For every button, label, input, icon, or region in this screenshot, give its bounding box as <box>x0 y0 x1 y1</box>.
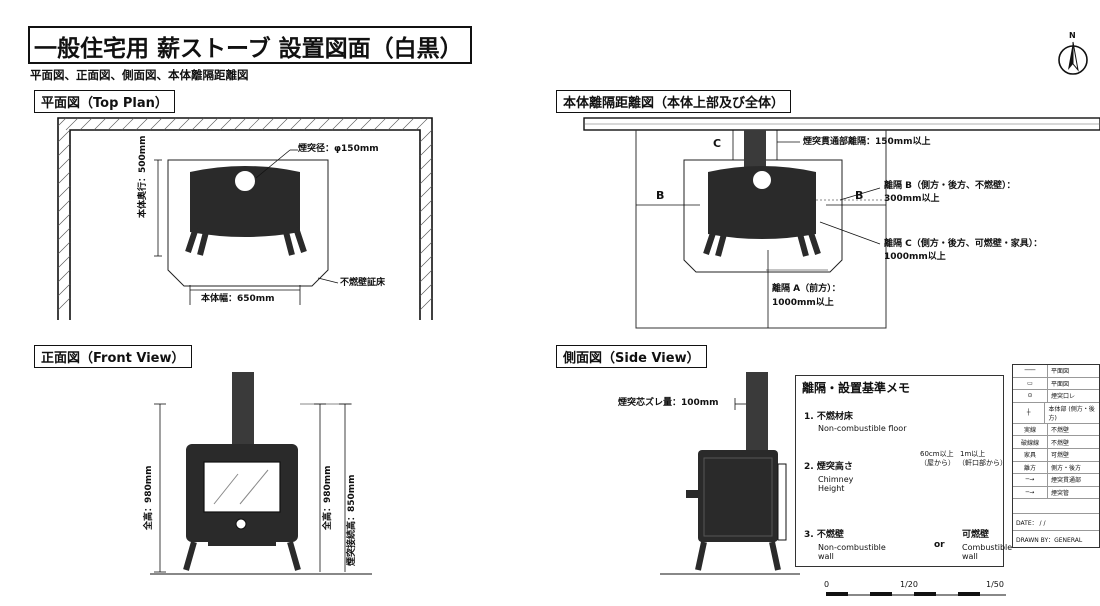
memo-item3-alt: 可燃壁 <box>962 530 990 540</box>
front-height-right: 全高：980mm <box>323 465 333 530</box>
memo-item3-alt-en1: Combustible <box>962 543 1013 552</box>
scale-end: 1/50 <box>986 580 1004 589</box>
b-tag-right: B <box>855 189 864 202</box>
section-top-plan: 平面図（Top Plan） <box>34 90 175 113</box>
b-note-2: 300mm以上 <box>884 194 940 204</box>
legend-table: ───平面図 ▭平面図 ⊙煙突口レ ┼本体部 (側方・後方) 実線不燃壁 破線線… <box>1012 364 1100 549</box>
memo-title: 離隔・設置基準メモ <box>802 381 911 395</box>
legend-text: 可燃壁 <box>1051 452 1070 460</box>
legend-date-text: DATE： / / <box>1016 519 1046 527</box>
legend-row: ┼本体部 (側方・後方) <box>1013 402 1099 424</box>
section-clearance: 本体離隔距離図（本体上部及び全体） <box>556 90 792 113</box>
legend-row: 離方側方・後方 <box>1013 461 1099 475</box>
legend-row: ▭平面図 <box>1013 377 1099 391</box>
scale-start: 0 <box>824 580 830 589</box>
legend-symbol: 破線線 <box>1013 436 1048 448</box>
legend-drawn: DRAWN BY：GENERAL <box>1013 531 1099 547</box>
legend-text: 本体部 (側方・後方) <box>1048 405 1095 422</box>
page-subtitle: 平面図、正面図、側面図、本体離隔距離図 <box>30 68 249 82</box>
c-tag: C <box>713 137 722 150</box>
c-note-2: 1000mm以上 <box>884 252 946 262</box>
legend-symbol: ─── <box>1013 365 1048 377</box>
side-offset-label: 煙突芯ズレ量：100mm <box>618 398 719 408</box>
legend-row: 破線線不燃壁 <box>1013 436 1099 449</box>
legend-text: 不燃壁 <box>1051 439 1070 447</box>
memo-item3-alt-en2: wall <box>962 552 978 561</box>
section-front-view: 正面図（Front View） <box>34 345 192 368</box>
b-note-1: 離隔 B（側方・後方、不燃壁）： <box>884 181 1016 191</box>
floor-label: 不燃壁証床 <box>340 278 386 288</box>
depth-label: 本体奥行：500mm <box>138 135 148 218</box>
a-note-2: 1000mm以上 <box>772 298 834 308</box>
memo-box <box>795 375 1004 567</box>
legend-text: 側方・後方 <box>1051 464 1082 472</box>
c-note-1: 離隔 C（側方・後方、可燃壁・家具）： <box>884 239 1043 249</box>
top-plan-hatch <box>57 117 433 311</box>
legend-row: ─→煙突管 <box>1013 486 1099 500</box>
legend-text: 煙突管 <box>1051 490 1070 498</box>
page-title: 一般住宅用 薪ストーブ 設置図面（白黒） <box>34 36 463 62</box>
clearance-zone-outer <box>635 130 887 329</box>
side-stove <box>686 372 787 571</box>
legend-symbol: 実線 <box>1013 423 1048 436</box>
memo-item1: 1. 不燃材床 <box>804 412 853 422</box>
front-stove <box>183 372 301 571</box>
legend-text: 平面図 <box>1051 380 1070 388</box>
top-plan-walls <box>57 117 433 320</box>
memo-item1-en: Non-combustible floor <box>818 424 907 433</box>
scale-bar <box>826 592 1006 596</box>
legend-row: 家具可燃壁 <box>1013 448 1099 462</box>
memo-item3-en1: Non-combustible <box>818 543 886 552</box>
legend-text: 平面図 <box>1051 368 1070 376</box>
legend-row: ───平面図 <box>1013 365 1099 378</box>
clearance-chimney <box>744 130 766 170</box>
front-height-left: 全高：980mm <box>144 465 154 530</box>
compass-label: N <box>1069 31 1076 40</box>
memo-item2-a2: （屋から） <box>920 459 955 467</box>
memo-or: or <box>934 540 945 550</box>
flue-diameter-label: 煙突径：φ150mm <box>298 144 379 154</box>
legend-text: 不燃壁 <box>1051 427 1070 435</box>
memo-item2-a1: 60cm以上 <box>920 450 954 458</box>
memo-item2: 2. 煙突高さ <box>804 462 853 472</box>
memo-item3: 3. 不燃壁 <box>804 530 844 540</box>
hearth-plate <box>167 159 329 287</box>
memo-item2-en2: Height <box>818 484 845 493</box>
legend-symbol: 離方 <box>1013 461 1048 474</box>
legend-symbol: ─→ <box>1013 474 1048 486</box>
memo-item2-b1: 1m以上 <box>960 450 986 458</box>
flue-clearance-label: 煙突貫通部離隔：150mm以上 <box>803 137 931 147</box>
legend-text: 煙突口レ <box>1051 393 1076 401</box>
memo-item2-b2: （軒口部から） <box>958 459 1007 467</box>
legend-symbol: ┼ <box>1013 402 1046 423</box>
b-tag-left: B <box>656 189 665 202</box>
legend-drawn-text: DRAWN BY：GENERAL <box>1016 536 1083 544</box>
ceiling-band <box>583 117 1100 131</box>
a-note-1: 離隔 A（前方）： <box>772 284 841 294</box>
width-label: 本体幅：650mm <box>201 294 275 304</box>
legend-row: ⊙煙突口レ <box>1013 390 1099 403</box>
clearance-zone-inner <box>683 159 843 273</box>
legend-row: 実線不燃壁 <box>1013 423 1099 437</box>
title-frame <box>28 26 472 64</box>
north-arrow-icon <box>1058 41 1088 75</box>
memo-item3-en2: wall <box>818 552 834 561</box>
scale-mid: 1/20 <box>900 580 918 589</box>
memo-item2-en1: Chimney <box>818 475 854 484</box>
legend-symbol: ─→ <box>1013 486 1048 499</box>
legend-date: DATE： / / <box>1013 513 1099 532</box>
legend-symbol: ▭ <box>1013 377 1048 390</box>
clearance-stove <box>703 166 821 257</box>
legend-text: 煙突貫通部 <box>1051 477 1082 485</box>
legend-row: ─→煙突貫通部 <box>1013 474 1099 487</box>
stove-top-view <box>185 166 307 256</box>
legend-symbol: ⊙ <box>1013 390 1048 402</box>
front-flue-height: 煙突接続高：850mm <box>347 474 357 566</box>
section-side-view: 側面図（Side View） <box>556 345 707 368</box>
legend-symbol: 家具 <box>1013 448 1048 461</box>
